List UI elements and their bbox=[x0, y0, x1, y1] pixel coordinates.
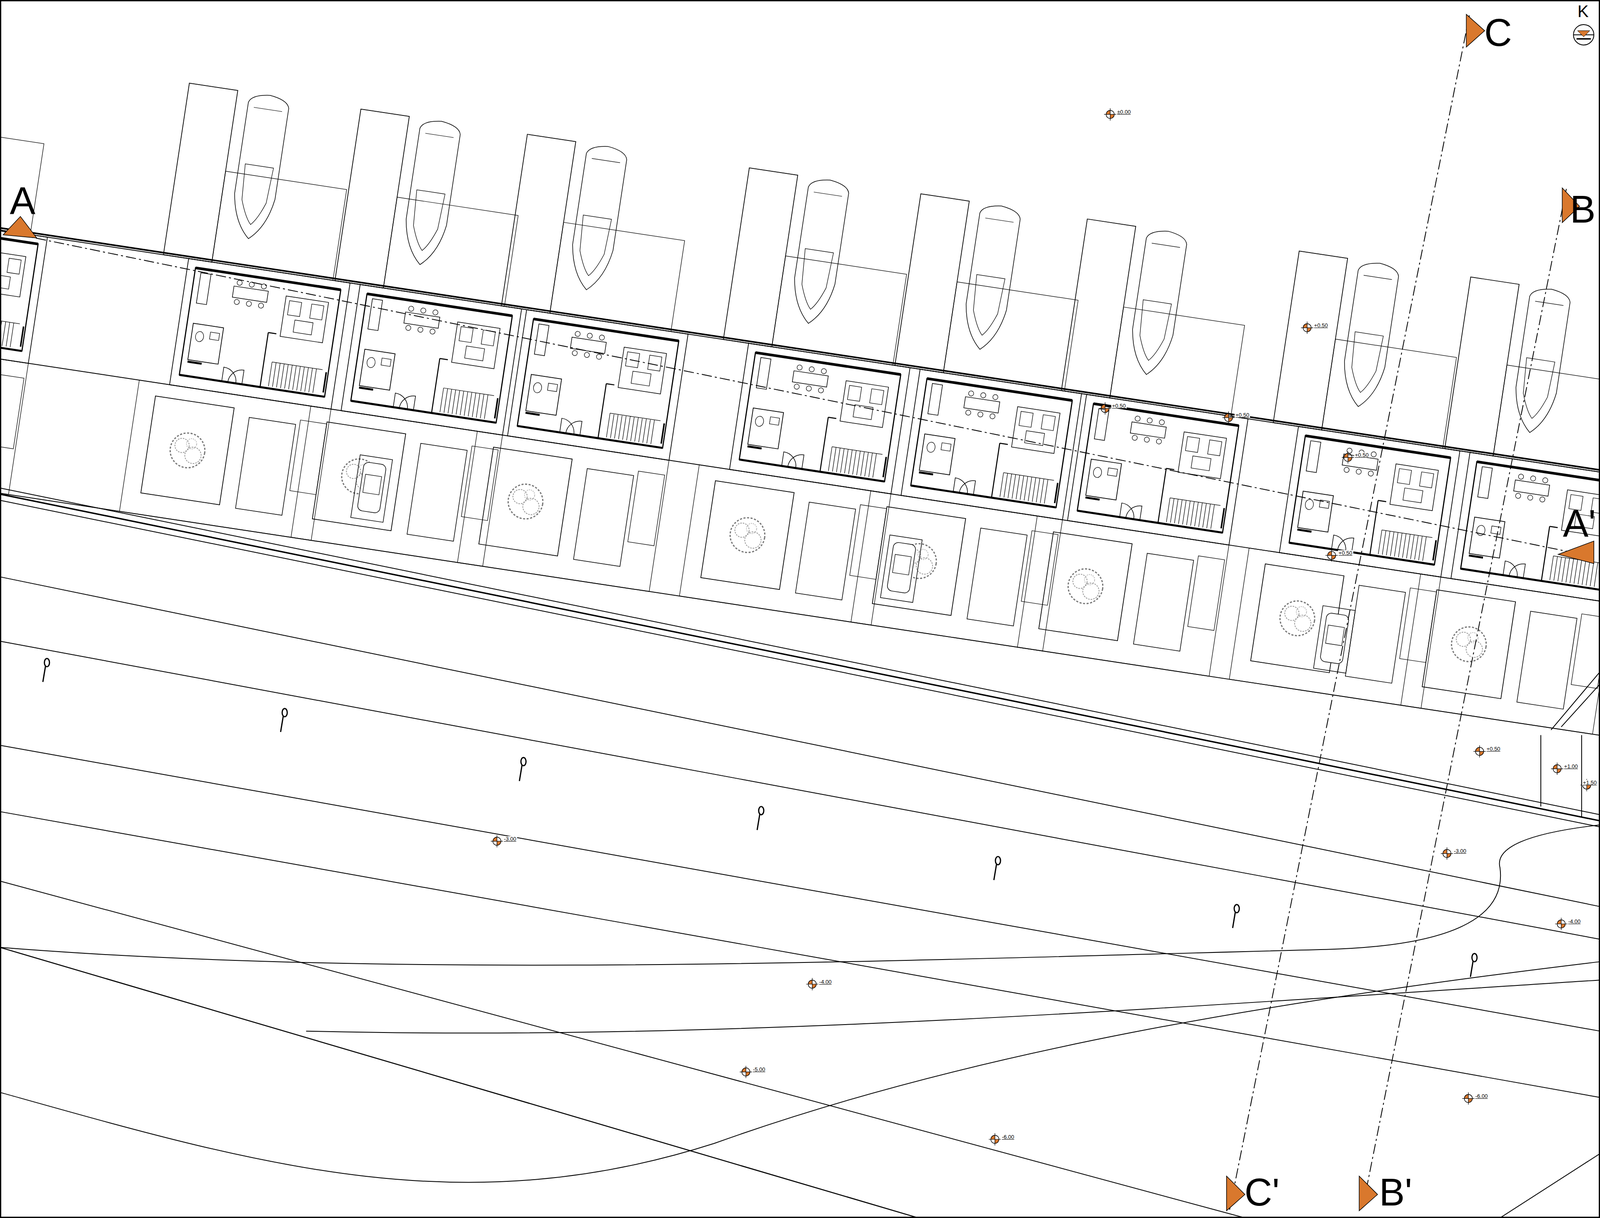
elevation-label: +0.50 bbox=[1354, 452, 1370, 458]
elevation-marker bbox=[1222, 411, 1235, 424]
elevation-label: -6.00 bbox=[1000, 1133, 1015, 1140]
section-markers bbox=[2, 14, 1594, 1210]
elevation-marker bbox=[1099, 402, 1112, 415]
section-label: C bbox=[1482, 13, 1514, 52]
street-lamps bbox=[42, 658, 1478, 977]
elevation-marks bbox=[490, 108, 1593, 1145]
elevation-marker bbox=[1341, 451, 1354, 464]
road-lines bbox=[0, 487, 1600, 1218]
section-label: A bbox=[8, 181, 38, 220]
elevation-marker bbox=[1300, 321, 1313, 334]
elevation-label: +0.50 bbox=[1313, 322, 1329, 328]
elevation-marker bbox=[988, 1132, 1001, 1145]
elevation-marker bbox=[1104, 108, 1117, 121]
section-label: A' bbox=[1561, 504, 1598, 543]
elevation-label: +0.50 bbox=[1234, 412, 1250, 418]
elevation-label: -3.00 bbox=[1452, 847, 1468, 854]
elevation-marker bbox=[1550, 762, 1563, 775]
north-arrow bbox=[1573, 24, 1594, 45]
section-label: B bbox=[1568, 190, 1598, 229]
section-label: B' bbox=[1377, 1172, 1414, 1211]
elevation-marker bbox=[806, 977, 819, 990]
elevation-label: +1.50 bbox=[1582, 779, 1598, 785]
housing-row bbox=[0, 36, 1600, 747]
north-label: K bbox=[1577, 2, 1589, 20]
elevation-marker bbox=[1555, 917, 1568, 930]
elevation-marker bbox=[1462, 1092, 1475, 1105]
section-label: C' bbox=[1242, 1172, 1282, 1211]
elevation-label: ±0.00 bbox=[1116, 109, 1132, 115]
elevation-marker bbox=[490, 834, 503, 847]
elevation-label: -4.00 bbox=[1567, 918, 1582, 924]
elevation-label: +1.00 bbox=[1563, 763, 1579, 769]
elevation-label: -6.00 bbox=[1474, 1092, 1489, 1099]
elevation-marker bbox=[1473, 745, 1486, 758]
elevation-marker bbox=[1325, 549, 1338, 562]
elevation-marker bbox=[1440, 847, 1453, 860]
elevation-label: -3.00 bbox=[502, 835, 518, 842]
section-lines bbox=[0, 15, 1592, 1210]
elevation-label: +0.50 bbox=[1337, 550, 1354, 556]
elevation-label: +0.50 bbox=[1485, 745, 1502, 752]
elevation-marker bbox=[740, 1065, 753, 1078]
elevation-label: -4.00 bbox=[818, 978, 833, 985]
elevation-label: -5.00 bbox=[752, 1066, 767, 1072]
elevation-label: +0.50 bbox=[1111, 402, 1127, 409]
